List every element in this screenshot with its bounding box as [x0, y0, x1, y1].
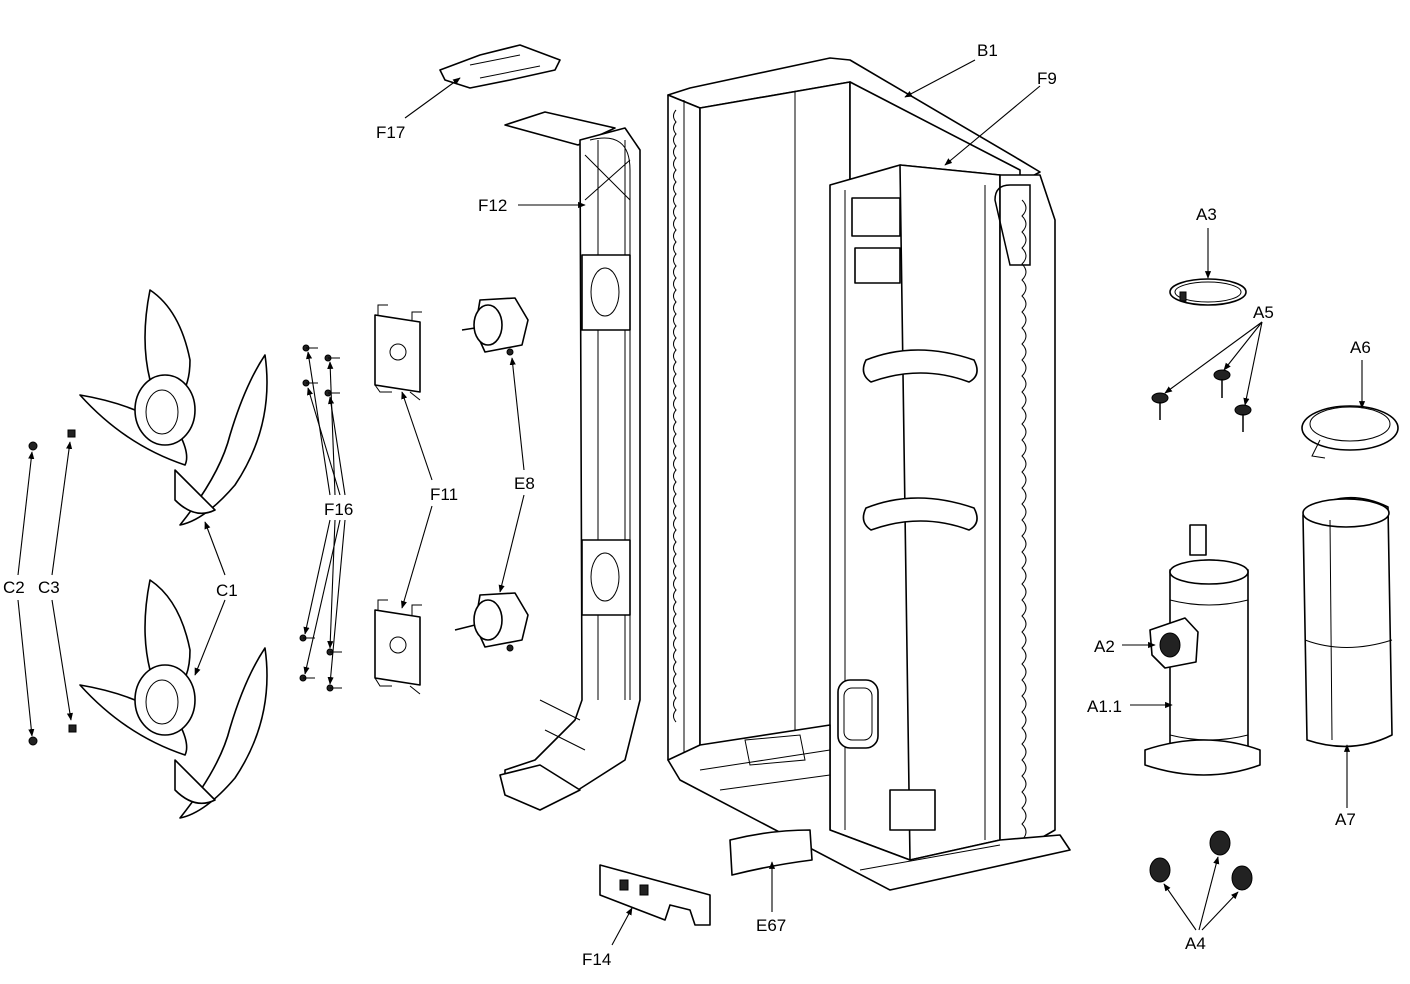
label-f16: F16	[324, 500, 353, 519]
part-c3-washers	[67, 429, 77, 733]
label-a2: A2	[1094, 637, 1115, 656]
part-f16-screws	[299, 344, 342, 692]
part-f12-frame	[499, 111, 641, 811]
label-a5: A5	[1253, 303, 1274, 322]
label-f14: F14	[582, 950, 611, 969]
fan-motor-upper	[461, 297, 529, 356]
fan-motor-lower	[454, 592, 529, 652]
part-f14-plate	[599, 864, 711, 926]
label-a4: A4	[1185, 934, 1206, 953]
part-a4-feet	[1149, 830, 1253, 891]
part-e67-cover	[729, 829, 813, 876]
label-f9: F9	[1037, 69, 1057, 88]
label-c3: C3	[38, 578, 60, 597]
part-c2-nuts	[28, 441, 38, 746]
label-b1: B1	[977, 41, 998, 60]
label-a6: A6	[1350, 338, 1371, 357]
label-a3: A3	[1196, 205, 1217, 224]
leader-lines	[17, 59, 1366, 946]
label-c2: C2	[3, 578, 25, 597]
part-a7-jacket	[1302, 496, 1393, 748]
motor-bracket-upper	[374, 304, 422, 401]
part-a2-terminal	[1149, 617, 1199, 669]
label-e67: E67	[756, 916, 786, 935]
part-a3-band	[1169, 278, 1247, 306]
part-c1-fan-blades	[79, 289, 268, 819]
part-labels: B1 F9 F17 F12 A3 A5 A6 F11 E8 F16 C1 C2 …	[3, 41, 1371, 969]
fan-blade-upper	[79, 289, 268, 526]
part-a5-grommets	[1151, 369, 1252, 432]
label-c1: C1	[216, 581, 238, 600]
fan-blade-lower	[79, 579, 268, 819]
label-a7: A7	[1335, 810, 1356, 829]
part-f17-bracket	[439, 44, 561, 89]
cabinet-assembly	[667, 57, 1071, 891]
motor-bracket-lower	[374, 599, 422, 695]
label-e8: E8	[514, 474, 535, 493]
part-a1-1-compressor	[1144, 524, 1261, 776]
label-f12: F12	[478, 196, 507, 215]
part-e8-fan-motors	[454, 297, 529, 652]
label-f11: F11	[430, 485, 458, 504]
part-a6-cover	[1301, 405, 1399, 459]
part-f11-motor-brackets	[374, 304, 422, 695]
label-a1-1: A1.1	[1087, 697, 1122, 716]
label-f17: F17	[376, 123, 405, 142]
